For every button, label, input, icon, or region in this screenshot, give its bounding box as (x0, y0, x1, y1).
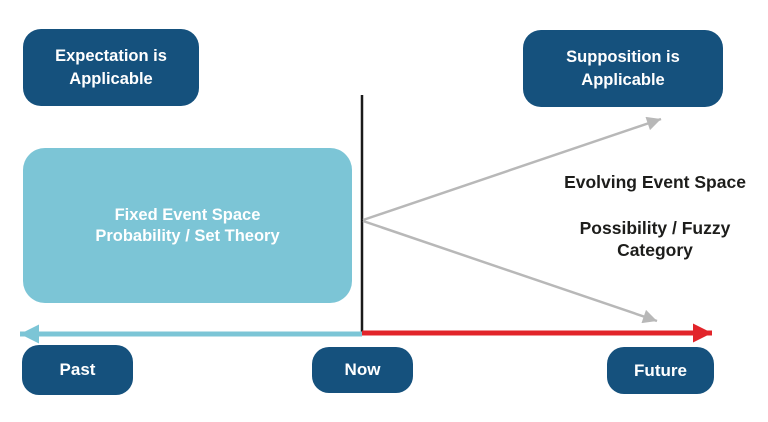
possibility-label-line1: Possibility / Fuzzy (579, 218, 731, 238)
evolving-event-space-label: Evolving Event Space (564, 172, 746, 192)
expectation-applicable-badge: Expectation is Applicable (23, 29, 199, 106)
lower-diverging-arrow (362, 219, 658, 324)
expectation-badge-line2: Applicable (69, 69, 153, 88)
past-badge: Past (22, 345, 133, 395)
expectation-badge-line1: Expectation is (55, 46, 167, 65)
fixed-event-space-panel: Fixed Event Space Probability / Set Theo… (23, 148, 352, 303)
fixed-panel-line1: Fixed Event Space (114, 205, 261, 224)
past-badge-label: Past (59, 360, 96, 379)
future-badge-label: Future (634, 360, 687, 380)
supposition-badge-line2: Applicable (581, 70, 665, 89)
supposition-badge-line1: Supposition is (566, 47, 680, 66)
now-badge-label: Now (344, 360, 381, 379)
now-badge: Now (312, 347, 413, 393)
future-badge: Future (607, 347, 714, 394)
possibility-label-line2: Category (617, 239, 693, 260)
fixed-panel-line2: Probability / Set Theory (95, 226, 280, 245)
upper-diverging-arrow (362, 116, 662, 222)
possibility-fuzzy-category-label: Possibility / Fuzzy Category (565, 218, 745, 261)
supposition-applicable-badge: Supposition is Applicable (523, 30, 723, 107)
